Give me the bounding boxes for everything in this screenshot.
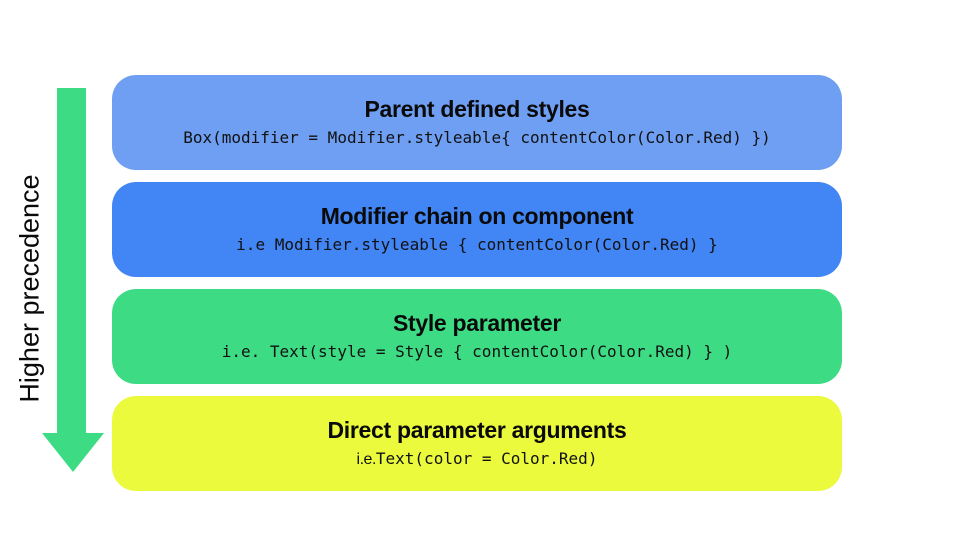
down-arrow-icon bbox=[42, 433, 104, 472]
box-title: Parent defined styles bbox=[364, 96, 590, 123]
box-title: Style parameter bbox=[392, 310, 562, 337]
higher-precedence-label: Higher precedence bbox=[14, 174, 45, 403]
box-code-text: i.e. Text(style = Style { contentColor(C… bbox=[221, 341, 733, 361]
box-code: i.e. Text(style = Style { contentColor(C… bbox=[222, 342, 733, 362]
box-code-text: Box(modifier = Modifier.styleable{ conte… bbox=[183, 127, 771, 147]
box-code-text: Text(color = Color.Red) bbox=[375, 448, 598, 468]
precedence-arrow-shaft bbox=[57, 88, 86, 434]
precedence-box-direct-parameters: Direct parameter arguments i.e.Text(colo… bbox=[112, 396, 842, 491]
box-code: Box(modifier = Modifier.styleable{ conte… bbox=[183, 128, 771, 148]
box-code: i.e.Text(color = Color.Red) bbox=[357, 449, 598, 469]
box-title: Direct parameter arguments bbox=[327, 417, 627, 444]
box-code-prefix: i.e. bbox=[356, 450, 377, 468]
precedence-box-modifier-chain: Modifier chain on component i.e Modifier… bbox=[112, 182, 842, 277]
box-title: Modifier chain on component bbox=[320, 203, 634, 230]
precedence-box-style-parameter: Style parameter i.e. Text(style = Style … bbox=[112, 289, 842, 384]
precedence-box-parent-defined-styles: Parent defined styles Box(modifier = Mod… bbox=[112, 75, 842, 170]
box-code: i.e Modifier.styleable { contentColor(Co… bbox=[236, 235, 718, 255]
box-code-text: i.e Modifier.styleable { contentColor(Co… bbox=[236, 234, 718, 254]
precedence-box-stack: Parent defined styles Box(modifier = Mod… bbox=[112, 75, 842, 491]
